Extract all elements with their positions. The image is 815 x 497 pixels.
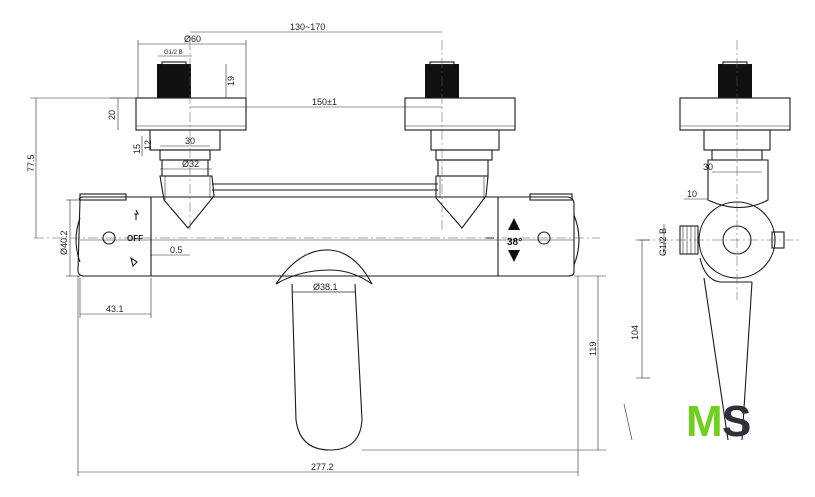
right-union-cone — [435, 175, 489, 229]
side-view — [640, 40, 800, 441]
spout-collar — [275, 249, 373, 285]
left-union-cone — [159, 175, 215, 229]
side-dimensions: 30 10 G1/2 B 104 — [623, 162, 762, 441]
mixer-body — [77, 196, 575, 277]
dim-19: 19 — [226, 76, 236, 86]
left-inlet-thread — [157, 64, 191, 98]
dim-30-side: 30 — [703, 162, 713, 172]
dim-77-5: 77.5 — [26, 154, 36, 172]
dim-d32: Ø32 — [182, 159, 199, 169]
dim-119: 119 — [588, 342, 598, 356]
logo-letter-m: M — [686, 397, 723, 446]
temperature-label: 38° — [507, 237, 522, 248]
dim-20: 20 — [107, 110, 117, 120]
shower-icon — [130, 256, 138, 268]
dim-d60: Ø60 — [184, 34, 201, 44]
dim-10: 10 — [687, 189, 697, 199]
side-flange — [679, 97, 791, 131]
dim-0-5: 0.5 — [170, 245, 183, 255]
dim-span: 130~170 — [290, 22, 325, 32]
logo-letter-s: S — [722, 397, 751, 446]
arrow-up-icon — [508, 218, 520, 230]
left-flange — [135, 97, 247, 131]
dim-30-front: 30 — [185, 136, 195, 146]
dim-d38-1: Ø38.1 — [313, 282, 338, 292]
right-flange — [404, 97, 516, 131]
front-dimensions: Ø60 G1/2 B 19 20 130~170 150±1 15 12 30 … — [26, 22, 606, 476]
front-view: OFF 38° — [34, 40, 600, 451]
dim-104: 104 — [630, 325, 640, 340]
arrow-down-icon — [508, 250, 520, 262]
dim-15: 15 — [132, 144, 142, 154]
dim-12: 12 — [143, 140, 153, 150]
dim-centers: 150±1 — [312, 97, 337, 107]
brand-logo: M S — [686, 397, 751, 446]
dim-43-1: 43.1 — [106, 304, 124, 314]
off-label: OFF — [127, 234, 143, 243]
side-inlet-thread — [718, 64, 752, 98]
dim-g12-small: G1/2 B — [164, 50, 183, 56]
spout — [291, 283, 363, 451]
dim-d40-2: Ø40.2 — [59, 230, 69, 255]
dim-g12-side: G1/2 B — [658, 228, 668, 256]
dim-277-2: 277.2 — [311, 462, 334, 472]
water-flow-icon — [134, 209, 139, 220]
